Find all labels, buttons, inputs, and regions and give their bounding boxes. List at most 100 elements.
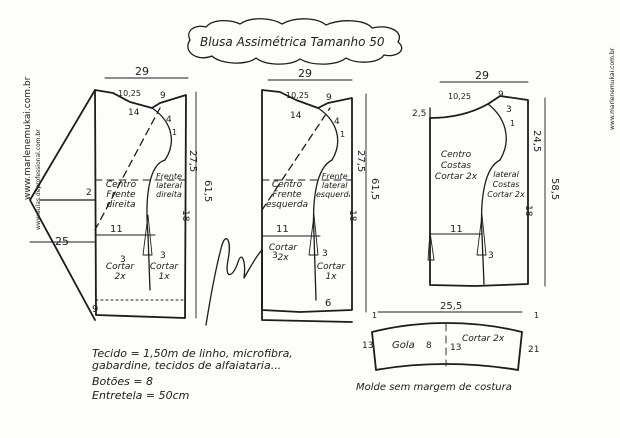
collar-cut: Cortar 2x [462, 334, 505, 344]
back-n1: 1 [510, 119, 515, 128]
front-left-n1: 1 [340, 130, 345, 139]
title-cloud: Blusa Assimétrica Tamanho 50 [187, 18, 403, 65]
front-right-total-len: 61,5 [202, 180, 213, 202]
back-waist-dim: 11 [450, 224, 463, 235]
back-label: Centro Costas Cortar 2x [434, 150, 478, 182]
front-right-panel-seam [146, 159, 166, 291]
back-outline [429, 95, 529, 287]
front-right-width: 29 [135, 65, 149, 78]
title-text: Blusa Assimétrica Tamanho 50 [200, 35, 385, 49]
front-right-outline [94, 89, 187, 319]
front-left-cut1: Cortar 2x [268, 243, 298, 263]
front-left-label: Centro Frente esquerda [265, 180, 309, 210]
front-right-label-box: Centro Frente direita [105, 180, 137, 210]
front-right-n9: 9 [92, 304, 98, 315]
front-right-side-label: Frente lateral direita [156, 172, 182, 199]
interfacing-note: Entretela = 50cm [92, 389, 190, 402]
collar-n1b: 1 [534, 311, 539, 320]
front-right-extension [29, 89, 96, 321]
watermark-side-text-2: www.aulas.deprofessional.com.br [35, 129, 42, 230]
front-right-cut1: Cortar 2x [105, 262, 135, 282]
back-neck: 10,25 [448, 92, 471, 101]
front-left-shoulder: 9 [326, 93, 332, 103]
front-left-cut2: Cortar 1x [316, 262, 346, 282]
title-cloud-outline [187, 18, 403, 65]
back-piece: 29 10,25 9 2,5 3 1 24,5 58,5 18 11 3 Cen… [412, 69, 560, 287]
back-dart [476, 214, 487, 256]
front-right-cut2: Cortar 1x [149, 262, 179, 282]
front-right-n3b: 3 [160, 251, 166, 261]
front-left-side-len: 27,5 [355, 150, 366, 172]
buttons-note: Botões = 8 [92, 375, 154, 388]
back-n3b: 3 [488, 251, 494, 261]
front-right-waist-dim: 11 [110, 224, 123, 235]
front-right-piece: 29 10,25 9 14 4 1 27,5 61,5 18 2 25 11 3… [29, 65, 213, 321]
front-right-dash-line [94, 107, 161, 231]
back-side-label-box: lateral Costas Cortar 2x [487, 170, 525, 199]
watermark-side-text: www.marlenemukai.com.br [23, 76, 33, 200]
collar-n1: 1 [372, 311, 377, 320]
back-shoulder: 9 [498, 90, 504, 100]
collar-right: 21 [528, 345, 539, 355]
front-left-side-label: Frente lateral esquerda [316, 172, 350, 199]
front-left-n14: 14 [290, 111, 302, 121]
front-right-neck: 10,25 [118, 89, 141, 98]
front-right-cut2-box: Cortar 1x [149, 262, 179, 282]
front-right-shoulder: 9 [160, 91, 166, 101]
watermark-top-text: www.marlenemukai.com.br [609, 47, 616, 130]
collar-left: 13 [362, 341, 373, 351]
collar-outline [371, 322, 523, 371]
seam-note: Molde sem margem de costura [356, 382, 512, 393]
front-left-n3b: 3 [322, 249, 328, 259]
front-right-label: Centro Frente direita [105, 180, 137, 210]
collar-count: 8 [426, 341, 432, 351]
back-side-label: lateral Costas Cortar 2x [487, 170, 525, 199]
fabric-note: Tecido = 1,50m de linho, microfibra, gab… [92, 347, 293, 372]
front-right-n3: 3 [120, 255, 126, 265]
back-center-dart [427, 231, 435, 261]
front-left-lower: 18 [347, 210, 357, 222]
front-left-total-len: 61,5 [369, 178, 380, 200]
front-right-n14: 14 [128, 108, 140, 118]
back-width: 29 [475, 69, 489, 82]
side-watermark: www.marlenemukai.com.br www.aulas.deprof… [23, 47, 616, 230]
front-left-armhole [317, 107, 339, 161]
front-left-outline [261, 89, 353, 313]
back-n25: 2,5 [412, 109, 426, 119]
front-right-n4: 4 [166, 115, 172, 125]
back-armhole [487, 103, 507, 161]
back-panel-seam [480, 159, 501, 285]
front-left-hem [261, 249, 353, 323]
front-right-side-len: 27,5 [187, 150, 198, 172]
collar-label: Gola [392, 340, 415, 351]
back-label-box: Centro Costas Cortar 2x [434, 150, 478, 182]
front-left-n6: 6 [325, 298, 331, 309]
front-left-n3: 3 [272, 251, 278, 261]
collar-center: 13 [450, 343, 461, 353]
front-left-n4: 4 [334, 117, 340, 127]
collar-width: 25,5 [440, 301, 462, 312]
front-right-armhole [151, 107, 173, 161]
front-left-width: 29 [298, 67, 312, 80]
front-left-dash-line [261, 107, 331, 211]
front-left-dart [308, 214, 319, 256]
back-n3: 3 [506, 105, 512, 115]
front-left-cut1-box: Cortar 2x [268, 243, 298, 263]
back-lower: 18 [523, 205, 533, 217]
signature [205, 238, 263, 326]
front-right-extension-dim: 25 [55, 235, 69, 248]
front-left-panel-seam [312, 159, 333, 301]
back-side-len: 24,5 [531, 130, 542, 152]
front-right-n2: 2 [86, 188, 92, 198]
front-left-piece: 29 10,25 9 14 4 1 27,5 61,5 18 11 3 3 6 … [261, 67, 380, 323]
signature-stroke [205, 238, 263, 326]
front-right-lower: 18 [180, 210, 190, 222]
front-left-neck: 10,25 [286, 91, 309, 100]
front-left-waist-dim: 11 [276, 224, 289, 235]
front-left-side-label-box: Frente lateral esquerda [316, 172, 350, 199]
front-right-cut1-box: Cortar 2x [105, 262, 135, 282]
front-left-cut2-box: Cortar 1x [316, 262, 346, 282]
collar-piece: 25,5 13 13 21 1 1 Gola 8 Cortar 2x [362, 301, 539, 371]
